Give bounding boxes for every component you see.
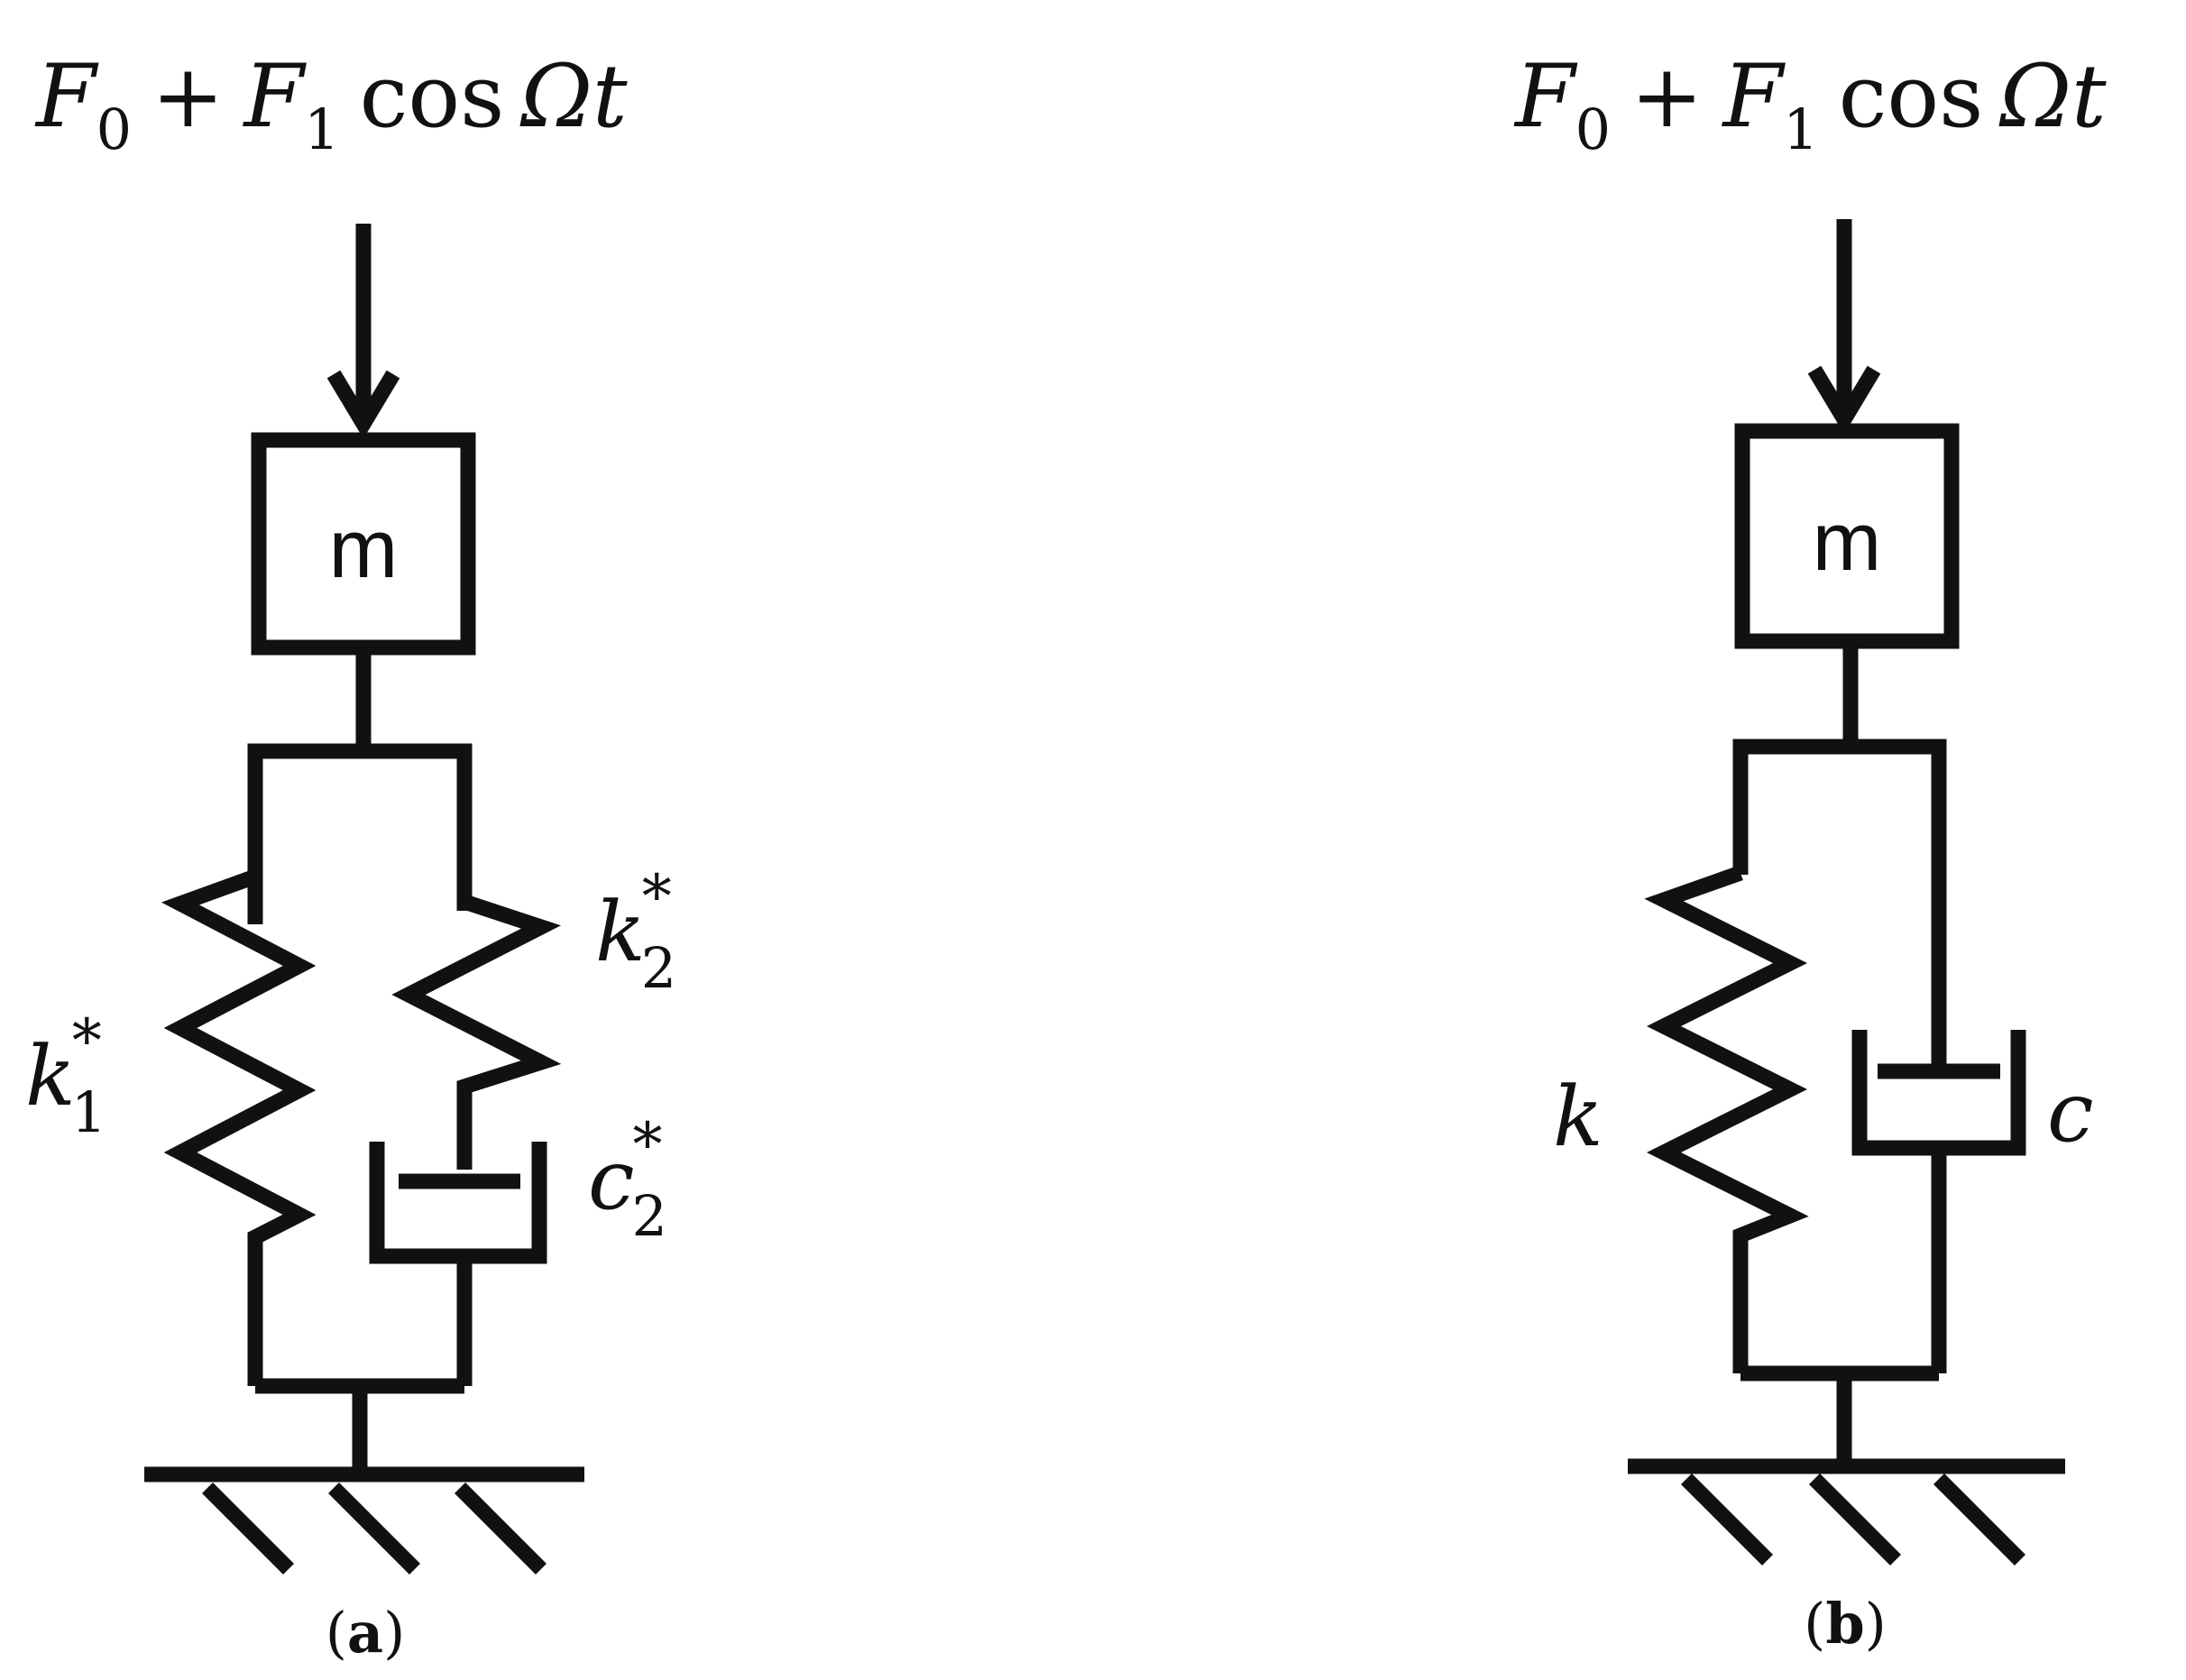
force-arrow-a [326,224,400,439]
label-k1-a: k*1 [25,1006,106,1145]
label-c2-a: c*2 [588,1110,667,1249]
label-k-b: k [1553,1069,1603,1165]
spring-k2-a [391,894,562,1170]
ground-a [144,1466,584,1575]
spring-k1-a [161,869,317,1386]
damper-c-b [1851,1030,2026,1373]
label-k2-a: k*2 [595,862,676,1001]
ground-b [1628,1458,2065,1566]
label-c-b: c [2047,1064,2094,1161]
caption-b: (b) [1804,1591,1887,1657]
damper-c2-a [369,1142,547,1386]
spring-k-b [1644,865,1809,1373]
force-arrow-b [1807,219,1881,435]
top-bar-b [1732,739,1947,1064]
caption-a: (a) [326,1600,406,1666]
mass-label-a: m [329,503,399,595]
top-bar-a [247,743,473,924]
mass-label-b: m [1813,496,1882,588]
